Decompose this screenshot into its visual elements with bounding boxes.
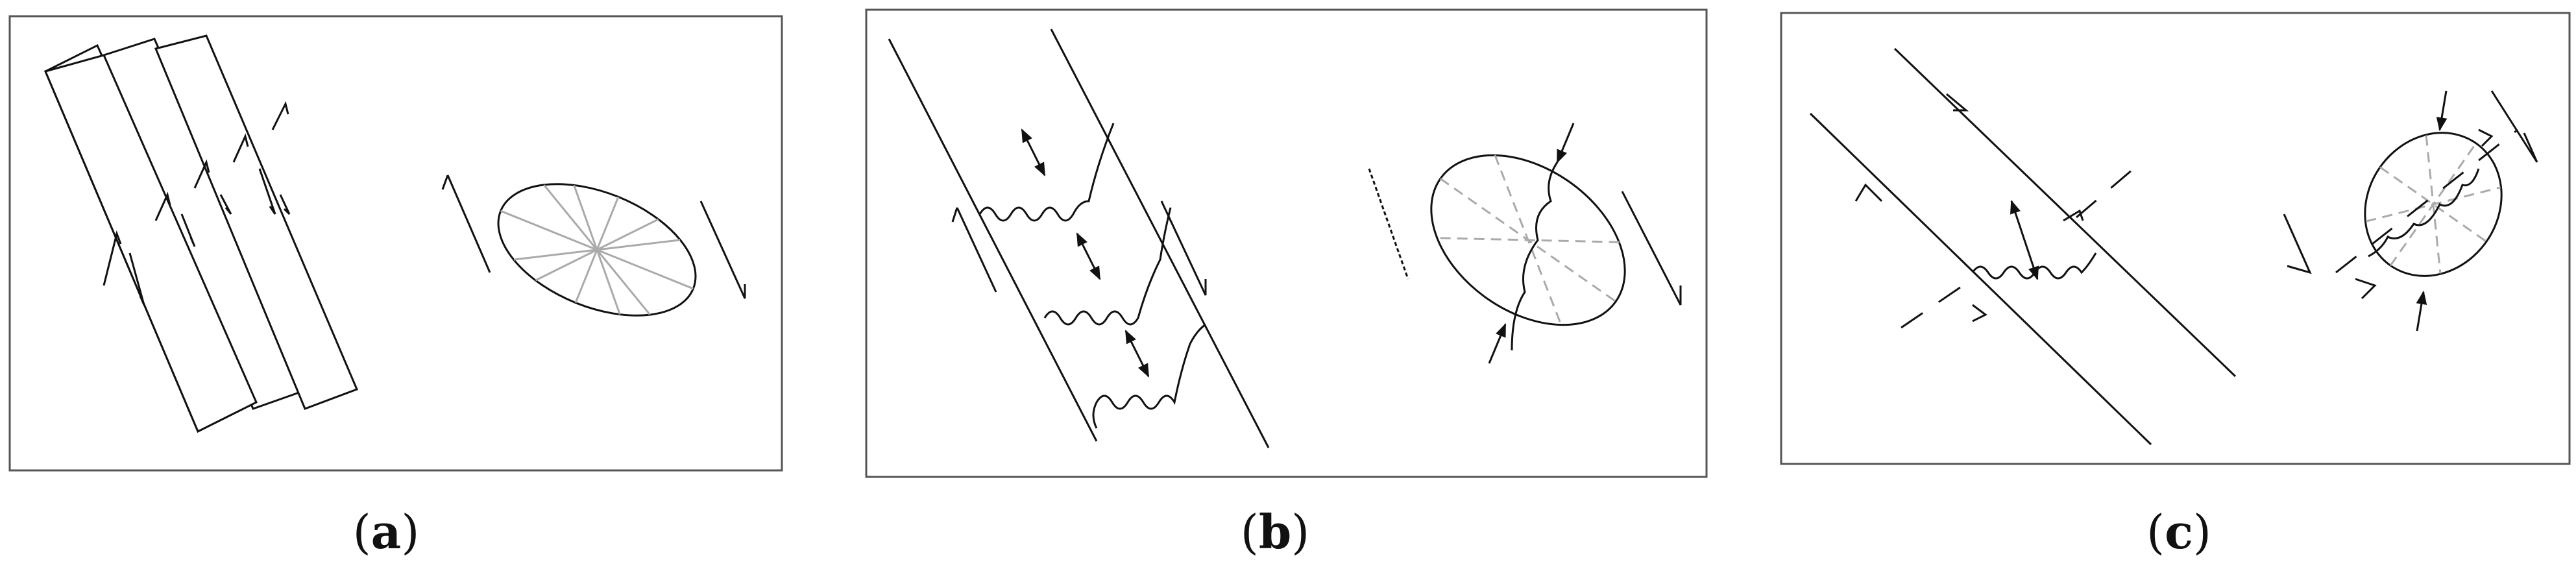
shear-markers-c [1854,93,2084,322]
shear-couple-right-a [699,200,746,299]
extension-arrows-b [1021,128,1150,378]
panel-a-caption: (a) [352,504,420,559]
wavy-fracture-c [1971,252,2097,280]
panel-a [8,15,783,472]
shear-markers-a [103,101,291,306]
strain-ellipse-b [1368,123,1682,364]
shear-couple-left-b [951,207,997,293]
shear-couple-left-a [441,175,491,273]
panel-c [1780,12,2571,465]
shear-zone-boundary-right-c [1893,47,2237,378]
fracture-extension-c-right [2076,161,2142,219]
strain-ellipse-a [497,183,697,317]
slab-3 [154,34,358,410]
panel-b-frame [865,8,1708,478]
panel-c-frame [1780,12,2571,465]
panel-b [865,8,1708,478]
panel-c-caption: (c) [2146,504,2212,559]
slab-1-front [43,54,258,433]
strain-ellipse-c [2283,90,2538,332]
shear-axis-c [2335,128,2518,274]
panel-a-frame [8,15,783,472]
extension-arrow-c [2010,200,2039,280]
shear-zone-boundary-left-b [888,38,1098,442]
shear-couple-right-b [1160,200,1207,296]
shear-zone-boundary-left-c [1809,112,2152,446]
panel-b-caption: (b) [1240,504,1310,559]
fracture-extension-c-left [1901,278,1973,329]
wavy-fractures-b [978,123,1206,429]
shear-zone-boundary-right-b [1050,29,1270,448]
